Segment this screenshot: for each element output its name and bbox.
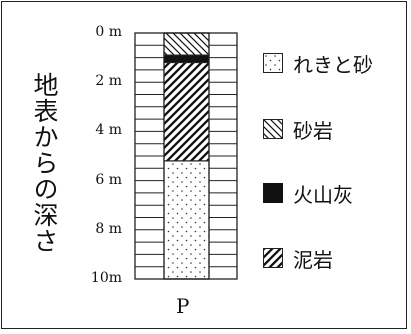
dots-swatch-icon	[263, 53, 283, 73]
figure-frame	[1, 1, 407, 329]
solid-swatch-icon	[263, 183, 283, 203]
legend-item-gravel-sand: れきと砂	[263, 50, 373, 77]
depth-label-10: 10m	[90, 270, 122, 286]
depth-label-4: 4 m	[95, 122, 122, 139]
rock-layer-0	[163, 32, 210, 56]
rock-layer-1	[163, 54, 210, 64]
legend-item-mudstone: 泥岩	[263, 245, 333, 272]
rock-layers	[163, 32, 210, 280]
depth-label-8: 8 m	[95, 220, 122, 237]
rock-layer-2	[163, 61, 210, 162]
slash-hatch-swatch-icon	[263, 248, 283, 268]
scale-gridlines	[135, 44, 237, 268]
legend-item-volcanic-ash: 火山灰	[263, 180, 353, 207]
backslash-hatch-swatch-icon	[263, 119, 283, 139]
legend-label: 砂岩	[293, 118, 333, 143]
depth-label-0: 0 m	[95, 24, 122, 40]
inner-column-border	[163, 32, 210, 280]
legend-label: 火山灰	[293, 182, 353, 207]
legend-item-sandstone: 砂岩	[263, 116, 333, 143]
legend-label: 泥岩	[293, 247, 333, 272]
legend-label: れきと砂	[293, 52, 373, 77]
depth-label-2: 2 m	[95, 73, 122, 90]
rock-layer-3	[163, 160, 210, 280]
depth-label-6: 6 m	[95, 171, 122, 188]
column-label-p: P	[176, 294, 190, 318]
y-axis-label: 地表からの深さ	[30, 72, 59, 254]
